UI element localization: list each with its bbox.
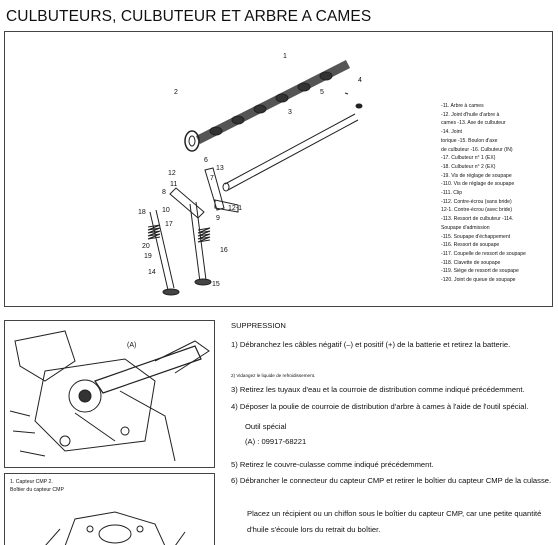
tool-label: Outil spécial: [245, 422, 287, 431]
cmp-sensor-drawing: [45, 511, 186, 545]
exploded-view-frame: [4, 31, 553, 307]
legend-item: cames -13. Axe de culbuteur: [441, 120, 506, 127]
legend-item: -11. Arbre à cames: [441, 103, 484, 109]
note-line-1: Placez un récipient ou un chiffon sous l…: [247, 509, 542, 518]
callout-12: 12: [168, 170, 176, 177]
callout-13: 13: [216, 165, 224, 172]
page-title: CULBUTEURS, CULBUTEUR ET ARBRE A CAMES: [6, 8, 372, 25]
callout-1: 1: [283, 53, 287, 60]
legend-item: 12-1. Contre-écrou (avec bride): [441, 207, 513, 214]
step-3: 3) Retirez les tuyaux d'eau et la courro…: [231, 385, 525, 394]
callout-2: 2: [174, 89, 178, 96]
legend-item: -120. Joint de queue de soupape: [441, 277, 516, 284]
callout-8: 8: [162, 189, 166, 196]
callout-14: 14: [148, 269, 156, 276]
callout-11: 11: [170, 181, 177, 188]
step-2: 2) Vidangez le liquide de refroidissemen…: [231, 373, 316, 378]
legend-item: -14. Joint: [441, 129, 462, 136]
callout-19: 19: [144, 253, 152, 260]
legend-item: -110. Vis de réglage de soupape: [441, 181, 515, 188]
callout-4: 4: [358, 77, 362, 84]
callout-16: 16: [220, 247, 228, 254]
legend-item: -18. Culbuteur n° 2 (EX): [441, 163, 496, 170]
callout-9: 9: [216, 215, 220, 222]
step-6: 6) Débrancher le connecteur du capteur C…: [231, 476, 552, 485]
callout-10: 10: [162, 207, 170, 214]
step-4: 4) Déposer la poulie de courroie de dist…: [231, 402, 529, 411]
step-5: 5) Retirez le couvre-culasse comme indiq…: [231, 460, 434, 469]
legend-item: de culbuteur -16. Culbuteur (IN): [441, 146, 513, 153]
pulley-tool-drawing: (A): [9, 330, 210, 462]
legend-item: torique -15. Boulon d'axe: [441, 137, 498, 144]
callout-6: 6: [204, 157, 208, 164]
legend-item: -17. Culbuteur n° 1 (EX): [441, 155, 496, 162]
legend-item: Soupape d'admission: [441, 224, 490, 231]
callout-15: 15: [212, 281, 220, 288]
figure-caption: 1. Capteur CMP 2. Boîtier du capteur CMP: [10, 479, 64, 493]
legend-item: -117. Coupelle de ressort de soupape: [441, 250, 526, 257]
parts-legend: -11. Arbre à cames -12. Joint d'huile d'…: [441, 102, 553, 285]
note-line-2: d'huile s'écoule lors du retrait du boît…: [247, 525, 381, 534]
step-1: 1) Débranchez les câbles négatif (–) et …: [231, 340, 511, 349]
callout-20: 20: [142, 243, 150, 250]
cmp-sensor-figure: 1. Capteur CMP 2. Boîtier du capteur CMP: [4, 473, 215, 545]
legend-item: -118. Clavette de soupape: [441, 259, 501, 266]
callout-5: 5: [320, 89, 324, 96]
callout-7: 7: [210, 175, 214, 182]
callout-18: 18: [138, 209, 146, 216]
legend-item: -112. Contre-écrou (sans bride): [441, 198, 512, 205]
legend-item: -111. Clip: [441, 190, 463, 197]
legend-item: -12. Joint d'huile d'arbre à: [441, 111, 500, 118]
legend-item: -116. Ressort de soupape: [441, 242, 500, 249]
callout-12-1: 12-1: [228, 205, 242, 212]
legend-item: -119. Siège de ressort de soupape: [441, 268, 519, 275]
pulley-removal-figure: (A): [4, 320, 215, 468]
tool-label-a: (A): [127, 342, 136, 349]
callout-17: 17: [165, 221, 173, 228]
legend-item: -113. Ressort de culbuteur -114.: [441, 216, 514, 223]
legend-item: -115. Soupape d'échappement: [441, 233, 511, 240]
tool-number: (A) : 09917-68221: [245, 437, 307, 446]
camshaft-rocker-exploded-diagram: 1 2 3 4 5 6 7 8 9 10 11 12 13 14 15 16 1…: [138, 53, 363, 296]
section-heading: SUPPRESSION: [231, 321, 286, 330]
legend-item: -19. Vis de réglage de soupape: [441, 172, 512, 179]
callout-3: 3: [288, 109, 292, 116]
